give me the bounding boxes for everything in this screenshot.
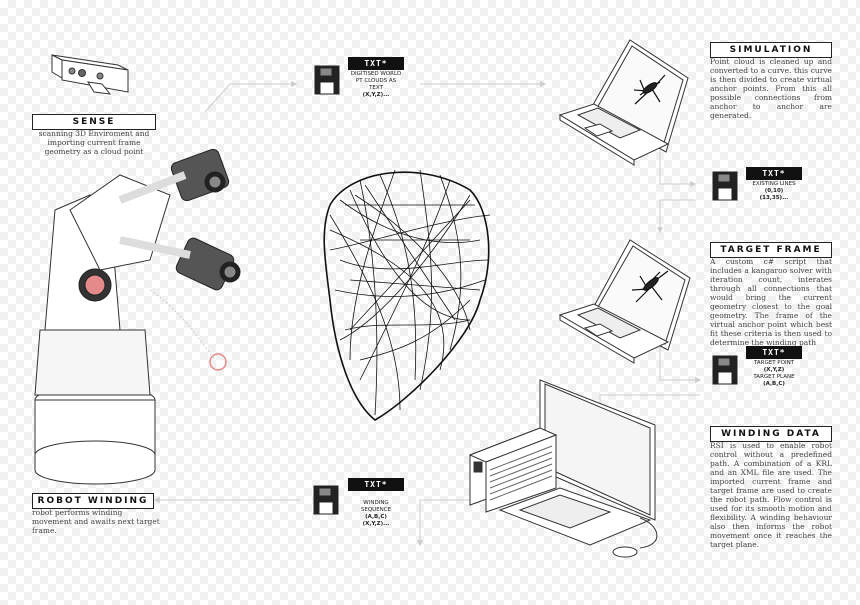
kinect-sensor-icon <box>51 54 129 95</box>
floppy-disk-icon <box>313 485 339 515</box>
arrow-sim-to-txt <box>659 150 697 187</box>
arrow-txt-to-target <box>657 199 695 234</box>
txt-badge-existing-lines: TXT* <box>746 167 802 180</box>
arrow-sense-to-txt <box>204 81 298 113</box>
txt-target-point-line2: (X,Y,Z) <box>763 367 785 373</box>
txt-winding-sequence-line3: (A,B,C) <box>365 514 387 520</box>
winding-data-heading: WINDING DATA <box>710 426 832 442</box>
robot-arm-icon <box>34 148 241 485</box>
arrow-target-to-txt <box>659 345 702 383</box>
floppy-disk-icon <box>712 171 738 201</box>
txt-digitised-line4: (X,Y,Z)... <box>362 92 390 98</box>
simulation-heading: SIMULATION <box>710 42 832 58</box>
laptop-target-frame-icon <box>558 239 691 364</box>
floppy-disk-icons <box>313 65 738 515</box>
sense-heading: SENSE <box>32 114 156 130</box>
flow-arrows <box>153 81 702 547</box>
txt-digitised-line3: TEXT <box>369 85 383 91</box>
arrow-winding-to-txt <box>417 499 470 547</box>
target-frame-heading: TARGET FRAME <box>710 242 832 258</box>
sense-description: scanning 3D Enviroment and importing cur… <box>38 129 150 156</box>
workstation-computer-icon <box>468 379 658 558</box>
floppy-disk-icon <box>712 355 738 385</box>
txt-existing-lines-caption: EXISTING LINES (0,10) (13,35)... <box>740 181 808 202</box>
laptop-simulation-icon <box>558 39 689 166</box>
txt-badge-target-point: TXT* <box>746 346 802 359</box>
txt-winding-sequence-caption: WINDING SEQUENCE (A,B,C) (X,Y,Z)... <box>342 500 410 528</box>
txt-badge-digitised: TXT* <box>348 57 404 70</box>
txt-target-point-line3: TARGET PLANE <box>753 374 795 380</box>
txt-target-point-caption: TARGET POINT (X,Y,Z) TARGET PLANE (A,B,C… <box>740 360 808 388</box>
target-frame-description: A custom c# script that includes a kanga… <box>710 257 832 347</box>
winding-data-description: RSI is used to enable robot control with… <box>710 441 832 549</box>
txt-target-point-line4: (A,B,C) <box>763 381 785 387</box>
txt-digitised-line1: DIGITISED WORLD <box>350 71 402 77</box>
txt-badge-winding-sequence: TXT* <box>348 478 404 491</box>
point-cloud-mesh-icon <box>323 169 491 421</box>
txt-digitised-caption: DIGITISED WORLD PT CLOUDS AS TEXT (X,Y,Z… <box>342 71 410 99</box>
txt-winding-sequence-line2: SEQUENCE <box>360 507 392 513</box>
txt-winding-sequence-line1: WINDING <box>363 500 389 506</box>
txt-digitised-line2: PT CLOUDS AS <box>355 78 397 84</box>
txt-target-point-line1: TARGET POINT <box>753 360 795 366</box>
txt-existing-lines-line2: (0,10) <box>764 188 784 194</box>
txt-winding-sequence-line4: (X,Y,Z)... <box>362 521 390 527</box>
robot-winding-description: robot performs winding movement and awai… <box>32 508 160 535</box>
simulation-description: Point cloud is cleaned up and converted … <box>710 57 832 120</box>
txt-existing-lines-line1: EXISTING LINES <box>752 181 796 187</box>
txt-existing-lines-line3: (13,35)... <box>759 195 789 201</box>
floppy-disk-icon <box>314 65 340 95</box>
robot-winding-heading: ROBOT WINDING <box>32 493 154 509</box>
